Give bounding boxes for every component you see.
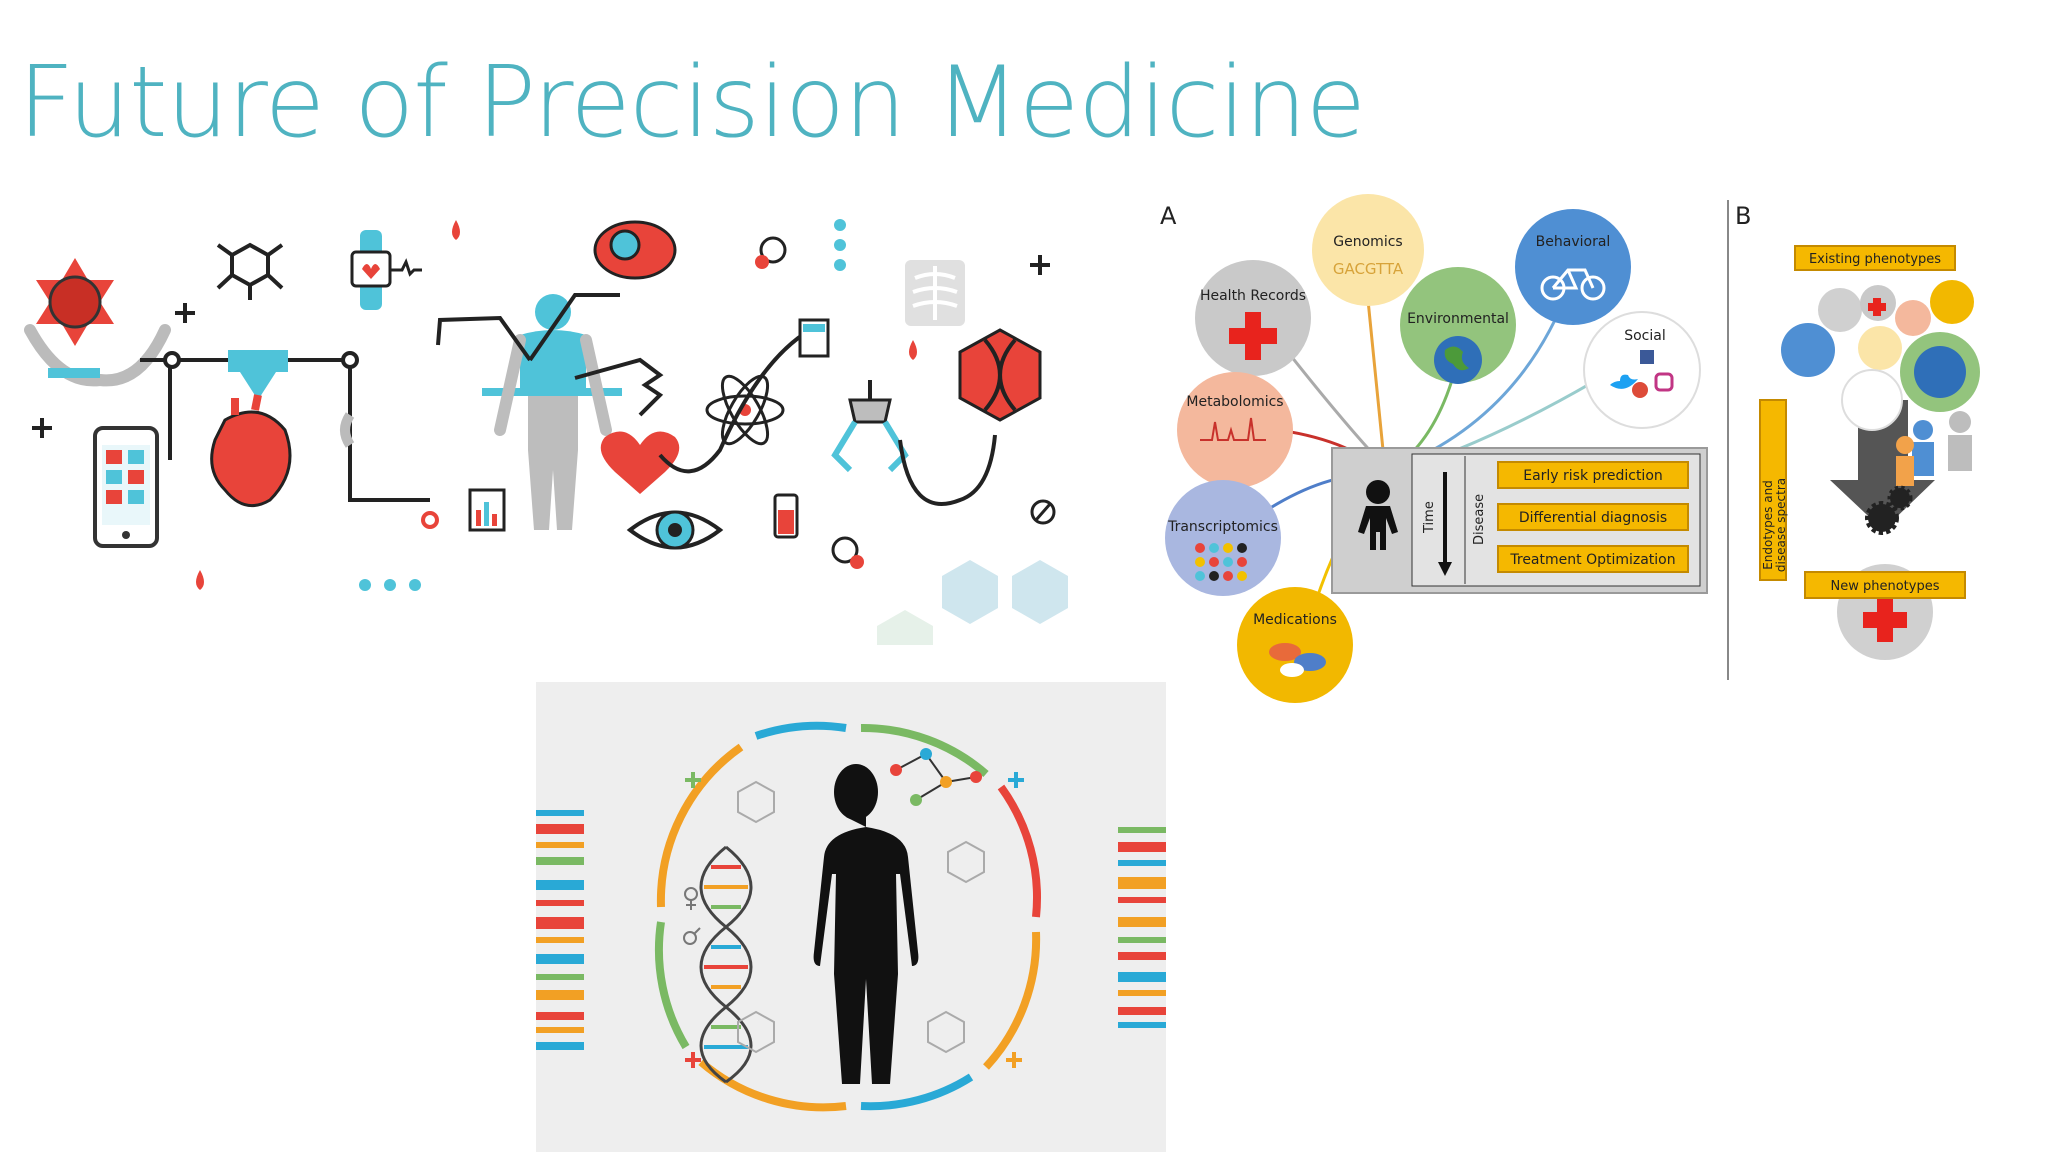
source-medications-label: Medications: [1253, 612, 1337, 628]
human-figure-icon: [482, 294, 622, 530]
smartwatch-icon: [350, 230, 422, 310]
existing-phenotypes-label: Existing phenotypes: [1809, 252, 1941, 267]
medical-illustration: [0, 200, 1080, 645]
heart-icon: [210, 394, 292, 508]
human-silhouette-icon: [813, 764, 919, 1084]
genome-human-art: [536, 721, 1166, 1112]
source-health-records-label: Health Records: [1200, 288, 1306, 304]
source-social-label: Social: [1624, 328, 1666, 344]
slide-title: Future of Precision Medicine: [18, 46, 1366, 160]
outcome-treatment-optimization: Treatment Optimization: [1509, 552, 1675, 568]
source-transcriptomics-label: Transcriptomics: [1167, 519, 1278, 535]
medical-star-icon: [24, 258, 171, 387]
spectrum-icon: [1200, 417, 1266, 441]
patient-outcome-box: Time Disease Early risk prediction Diffe…: [1331, 447, 1708, 594]
source-metabolomics: Metabolomics: [1177, 372, 1293, 488]
medical-illustration-art: [24, 219, 1068, 645]
child-icon: [1358, 480, 1398, 550]
barcode-left: [536, 810, 584, 1050]
instagram-icon: [1654, 372, 1674, 392]
spectra-label-line1: Endotypes and: [1761, 480, 1775, 570]
dna-hexagon-icon: [958, 328, 1042, 422]
robot-claw-icon: [831, 380, 909, 473]
genome-human-illustration: [536, 682, 1166, 1152]
source-social: Social: [1583, 311, 1701, 429]
time-label: Time: [1422, 501, 1437, 534]
source-behavioral-label: Behavioral: [1536, 234, 1611, 250]
pills-icon: [1269, 643, 1326, 677]
phenotypes-panel: Existing phenotypes Endotype: [1759, 245, 1980, 660]
source-behavioral: Behavioral: [1515, 209, 1631, 325]
molecule-icon: [216, 242, 284, 300]
source-genomics-label: Genomics: [1333, 234, 1402, 250]
panel-a-label: A: [1160, 202, 1177, 230]
data-integration-diagram: A B Genomics GACGTTA Behavioral: [1160, 194, 1980, 703]
source-transcriptomics: Transcriptomics: [1165, 480, 1281, 596]
source-genomics: Genomics GACGTTA: [1312, 194, 1424, 306]
smartphone-icon: [93, 426, 159, 548]
brain-icon: [593, 220, 677, 280]
dna-helix-icon: [699, 845, 753, 1084]
source-environmental-label: Environmental: [1407, 311, 1509, 327]
outcome-differential-diagnosis: Differential diagnosis: [1519, 510, 1667, 526]
atom-icon: [705, 374, 785, 446]
chemical-structure-icon: [737, 780, 985, 1054]
barcode-right: [1118, 827, 1166, 1028]
panel-b-label: B: [1735, 202, 1751, 230]
molecule-network-icon: [890, 748, 982, 806]
bicycle-icon: [1540, 268, 1606, 301]
source-health-records: Health Records: [1195, 260, 1311, 376]
spectra-label-line2: disease spectra: [1774, 478, 1788, 572]
heatmap-dots-icon: [1195, 543, 1247, 581]
precision-medicine-diagram: A B Genomics GACGTTA Behavioral: [1140, 194, 2040, 710]
people-group-icon: [1896, 411, 1972, 486]
source-genomics-sequence: GACGTTA: [1333, 260, 1404, 278]
twitter-icon: [1610, 374, 1638, 389]
disease-label: Disease: [1472, 494, 1487, 545]
new-phenotypes-label: New phenotypes: [1831, 579, 1940, 594]
google-plus-icon: [1632, 382, 1648, 398]
eye-icon: [626, 510, 724, 550]
facebook-icon: [1640, 350, 1654, 364]
gear-icon: [1865, 501, 1899, 535]
xray-icon: [905, 260, 965, 326]
source-metabolomics-label: Metabolomics: [1186, 394, 1283, 410]
data-ring: [654, 721, 1041, 1112]
red-cross-icon: [1229, 312, 1277, 360]
pill-bottle-icon: [798, 318, 830, 358]
outcome-early-risk: Early risk prediction: [1523, 468, 1663, 484]
source-environmental: Environmental: [1400, 267, 1516, 384]
source-medications: Medications: [1237, 587, 1353, 703]
